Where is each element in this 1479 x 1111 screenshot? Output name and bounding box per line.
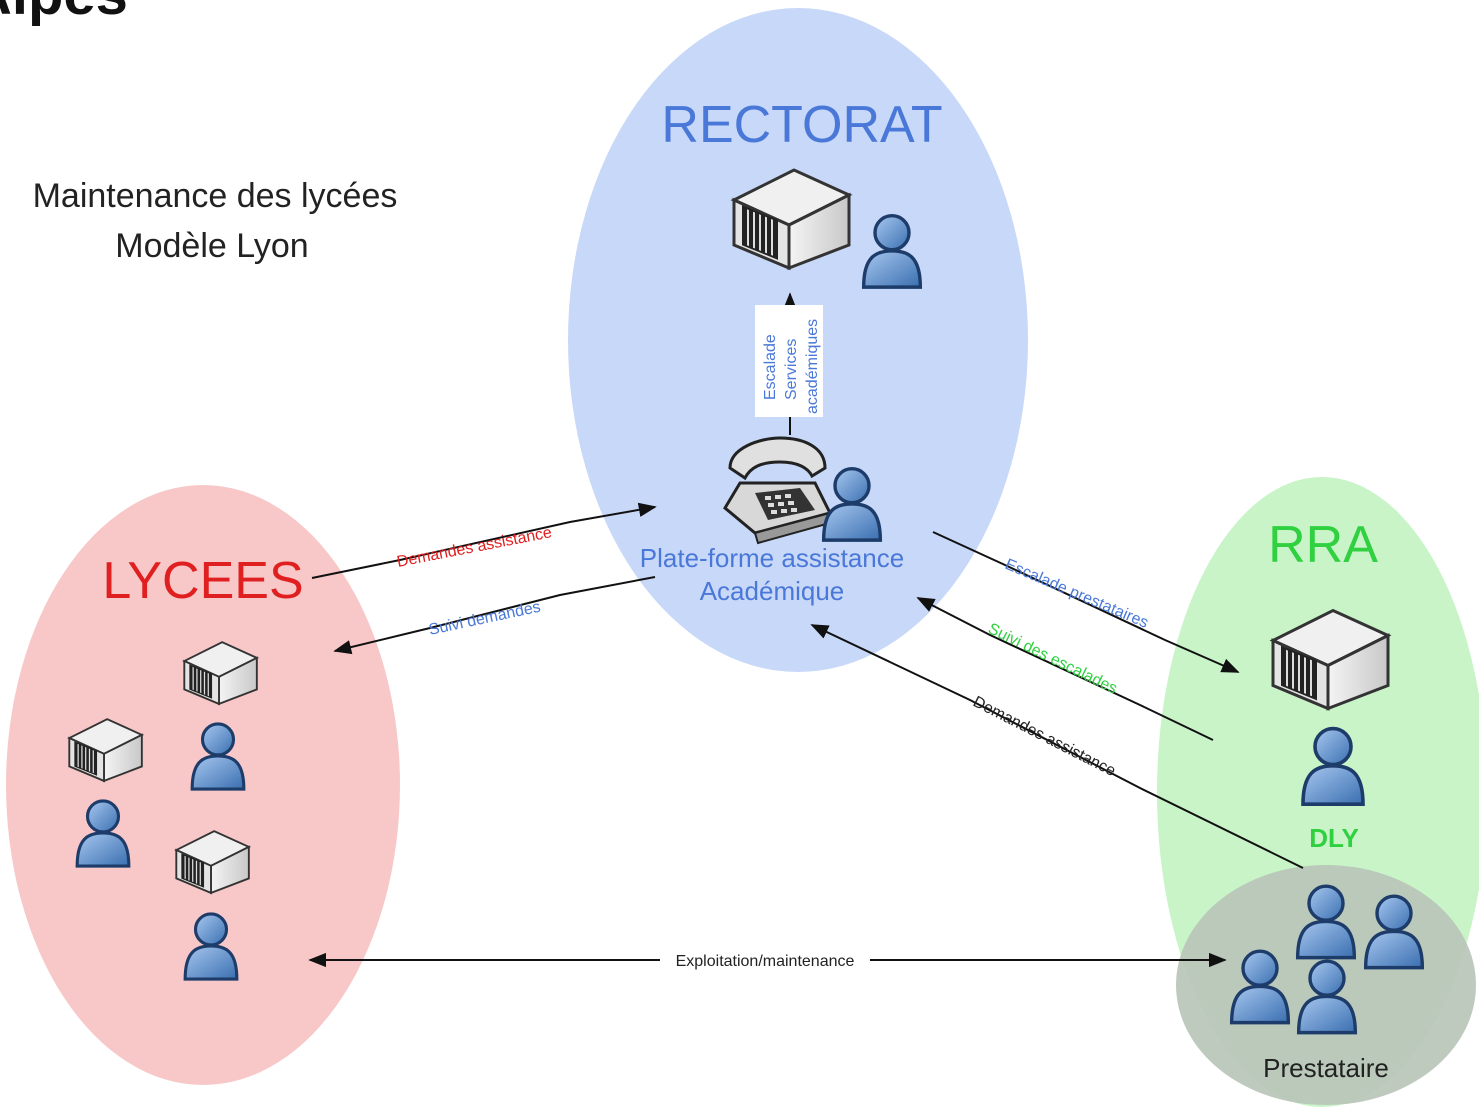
demandes-assistance-prestataire-label: Demandes assistance [970,693,1118,780]
prestataire-label: Prestataire [1263,1053,1389,1083]
caption-line1: Maintenance des lycées [33,177,398,215]
suivi-escalades-arrow [916,597,1214,741]
dly-label: DLY [1309,823,1359,853]
escalade-line3: académiques [804,319,821,414]
demandes-assistance-lycees-label: Demandes assistance [396,524,554,571]
suivi-demandes-arrow [333,576,656,655]
header-title: Alpes [0,0,128,27]
rra-title: RRA [1268,516,1378,574]
suivi-demandes-label: Suivi demandes [427,599,542,639]
telephone-icon [723,436,833,545]
suivi-escalades-label: Suivi des escalades [985,620,1120,697]
exploitation-label: Exploitation/maintenance [676,953,855,970]
rectorat-title: RECTORAT [661,96,942,154]
escalade-prestataires-arrow [932,531,1240,673]
escalade-prestataires-label: Escalade prestataires [1002,556,1150,632]
caption-line2: Modèle Lyon [115,227,308,265]
platform-label-line2: Académique [700,576,845,606]
demandes-assistance-lycees-arrow [311,502,657,579]
escalade-line2: Services [783,339,800,400]
escalade-box [755,305,823,417]
exploitation-label-bg [660,950,870,970]
lycees-title: LYCEES [102,552,303,610]
escalade-line1: Escalade [762,334,779,400]
platform-label-line1: Plate-forme assistance [640,543,904,573]
demandes-assistance-prestataire-arrow [810,624,1304,869]
